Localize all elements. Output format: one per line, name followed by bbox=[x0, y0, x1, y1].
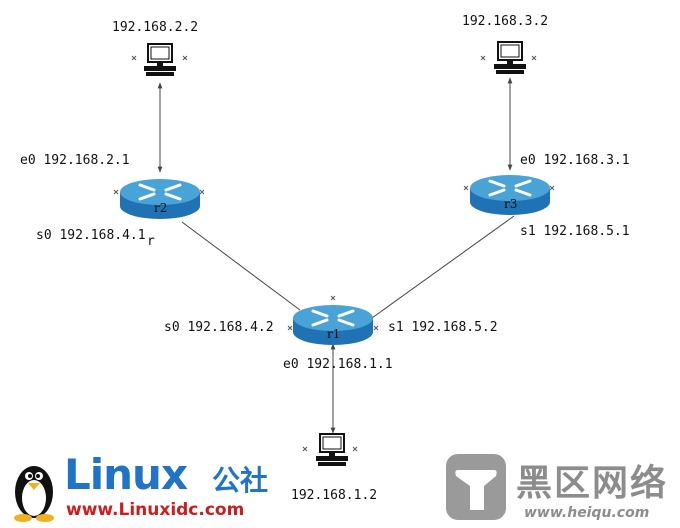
interface-label-r3-s1: s1 192.168.5.1 bbox=[520, 224, 630, 239]
workstation-icon bbox=[494, 41, 526, 74]
interface-label-r2-s0: s0 192.168.4.1 bbox=[36, 228, 146, 243]
tux-logo-icon bbox=[14, 466, 54, 522]
interface-label-r1-s1: s1 192.168.5.2 bbox=[388, 320, 498, 335]
host-ip-label: 192.168.2.2 bbox=[112, 20, 199, 35]
heiqu-logo-cn: 黑区网络 bbox=[516, 463, 669, 504]
link-r2-r1 bbox=[181, 221, 301, 311]
router-r3: r3 bbox=[470, 175, 550, 215]
heiqu-logo-icon bbox=[446, 454, 506, 520]
link-r3-r1 bbox=[371, 215, 515, 319]
workstation-icon bbox=[316, 433, 348, 466]
interface-label-r1-s0: s0 192.168.4.2 bbox=[164, 320, 274, 335]
router-label: r2 bbox=[154, 201, 167, 215]
router-label: r3 bbox=[504, 197, 517, 211]
interface-mark-r: r bbox=[147, 234, 155, 249]
interface-label-r2-e0: e0 192.168.2.1 bbox=[20, 153, 130, 168]
host-ip-label: 192.168.3.2 bbox=[462, 14, 549, 29]
endpoint-marks bbox=[113, 55, 555, 452]
router-r1: r1 bbox=[293, 305, 373, 345]
router-r2: r2 bbox=[120, 179, 200, 219]
linux-logo-cn: 公社 bbox=[212, 464, 269, 497]
interface-label-r3-e0: e0 192.168.3.1 bbox=[520, 153, 630, 168]
workstation-icon bbox=[144, 43, 176, 76]
linux-logo-text: Linux bbox=[64, 450, 188, 499]
host-ip-label: 192.168.1.2 bbox=[291, 488, 378, 503]
router-label: r1 bbox=[327, 327, 340, 341]
heiqu-url: www.heiqu.com bbox=[524, 505, 650, 521]
linux-url: www.Linuxidc.com bbox=[66, 500, 245, 520]
interface-label-r1-e0: e0 192.168.1.1 bbox=[283, 357, 393, 372]
